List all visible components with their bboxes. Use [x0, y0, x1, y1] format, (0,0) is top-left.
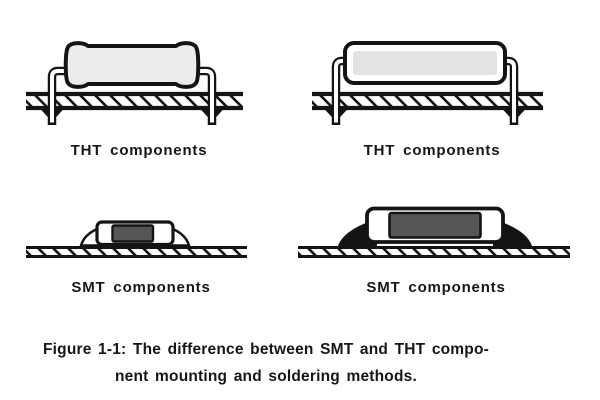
- tht-axial-label: THT components: [70, 142, 208, 159]
- board-hatch: [26, 95, 243, 107]
- melf-component-core: [388, 211, 482, 239]
- circuit-board: [312, 91, 543, 111]
- chip-component-core: [111, 224, 155, 243]
- tht-axial-panel: [26, 41, 243, 125]
- smt-large-label: SMT components: [366, 279, 506, 296]
- figure-caption: Figure 1-1: The difference between SMT a…: [0, 336, 532, 390]
- figure-caption-line1: Figure 1-1: The difference between SMT a…: [42, 341, 489, 358]
- board-hatch: [26, 248, 247, 256]
- component-lead-left: [47, 66, 72, 125]
- tht-box-label: THT components: [363, 142, 501, 159]
- axial-component-body: [63, 41, 201, 89]
- smt-small-label: SMT components: [71, 279, 211, 296]
- box-component-inset: [353, 51, 497, 75]
- component-lead-left: [331, 56, 349, 125]
- board-hatch: [312, 95, 543, 107]
- circuit-board: [298, 246, 570, 258]
- board-hatch: [298, 248, 570, 256]
- circuit-board: [26, 246, 247, 258]
- figure-diagram: [26, 41, 570, 258]
- component-lead-right: [501, 56, 519, 125]
- smt-large-panel: [298, 206, 570, 258]
- tht-box-panel: [312, 41, 543, 125]
- smt-small-panel: [26, 220, 247, 258]
- figure-caption-line2: nent mounting and soldering methods.: [115, 368, 417, 385]
- component-lead-right: [192, 66, 217, 125]
